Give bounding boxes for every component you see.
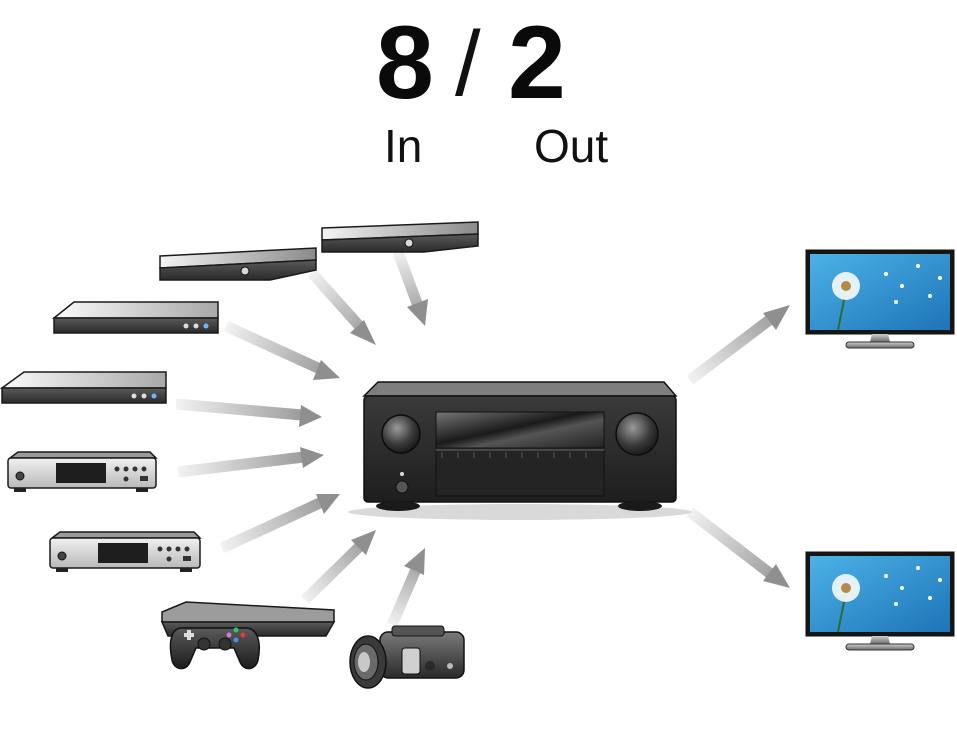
- arrow-camcorder: [386, 548, 425, 628]
- input-arrows: [175, 250, 428, 628]
- headline: 8 / 2: [0, 8, 957, 118]
- output-arrows: [686, 305, 790, 588]
- arrow-tv-2: [686, 507, 790, 588]
- input-label: In: [384, 120, 423, 172]
- tv-icon: [805, 551, 955, 651]
- arrow-cd-player-2: [219, 494, 340, 553]
- game-console-icon: [160, 601, 336, 670]
- camcorder-icon: [349, 625, 465, 689]
- tv-icon: [805, 249, 955, 349]
- av-receiver-icon: [348, 381, 692, 520]
- count-separator: /: [455, 13, 481, 115]
- arrow-bluray-player-2: [175, 398, 322, 427]
- input-count: 8: [376, 5, 434, 121]
- arrow-set-top-box-lower: [307, 269, 376, 345]
- arrow-tv-1: [686, 305, 790, 385]
- output-count: 2: [508, 5, 566, 121]
- arrow-bluray-player-1: [223, 320, 340, 380]
- set-top-box-icon: [159, 247, 317, 281]
- cd-player-icon: [7, 451, 158, 492]
- output-label: Out: [534, 120, 609, 172]
- set-top-box-icon: [321, 221, 479, 253]
- cd-player-icon: [49, 531, 202, 572]
- arrow-set-top-box-upper: [392, 250, 428, 326]
- arrow-game-console: [301, 530, 376, 604]
- arrow-cd-player-1: [177, 447, 324, 478]
- disc-player-icon: [0, 371, 167, 404]
- disc-player-icon: [51, 301, 219, 334]
